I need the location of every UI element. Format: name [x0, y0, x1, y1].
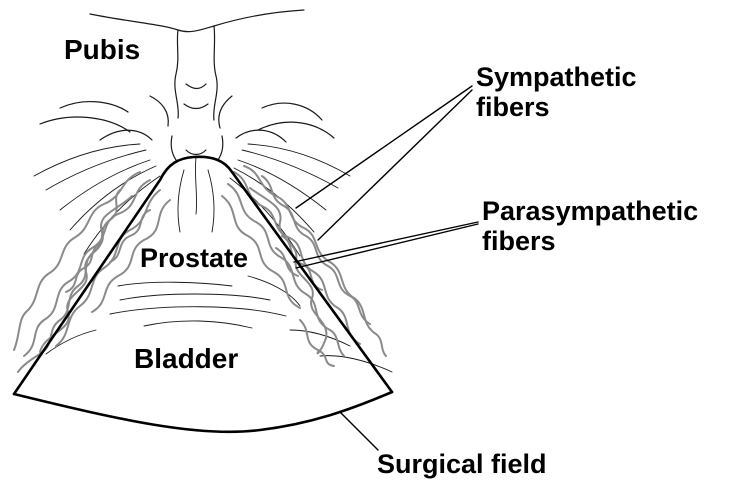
sympathetic-leader-2 — [318, 90, 472, 240]
pubis-sketch — [40, 10, 334, 160]
surgical-field-label: Surgical field — [377, 449, 547, 479]
prostate-label: Prostate — [140, 243, 248, 273]
pubis-label: Pubis — [64, 34, 140, 65]
parasympathetic-fibers-label: Parasympathetic fibers — [482, 196, 698, 256]
sympathetic-label-line2: fibers — [476, 92, 637, 122]
bladder-label: Bladder — [134, 343, 238, 374]
parasympathetic-label-line1: Parasympathetic — [482, 196, 698, 226]
parasympathetic-leader-2 — [296, 224, 478, 268]
sympathetic-label-line1: Sympathetic — [476, 62, 637, 92]
parasympathetic-leader-1 — [294, 222, 478, 262]
parasympathetic-label-line2: fibers — [482, 226, 698, 256]
surgical-field-leader — [340, 412, 378, 450]
sympathetic-leader-1 — [296, 86, 472, 208]
sympathetic-fibers-label: Sympathetic fibers — [476, 62, 637, 122]
